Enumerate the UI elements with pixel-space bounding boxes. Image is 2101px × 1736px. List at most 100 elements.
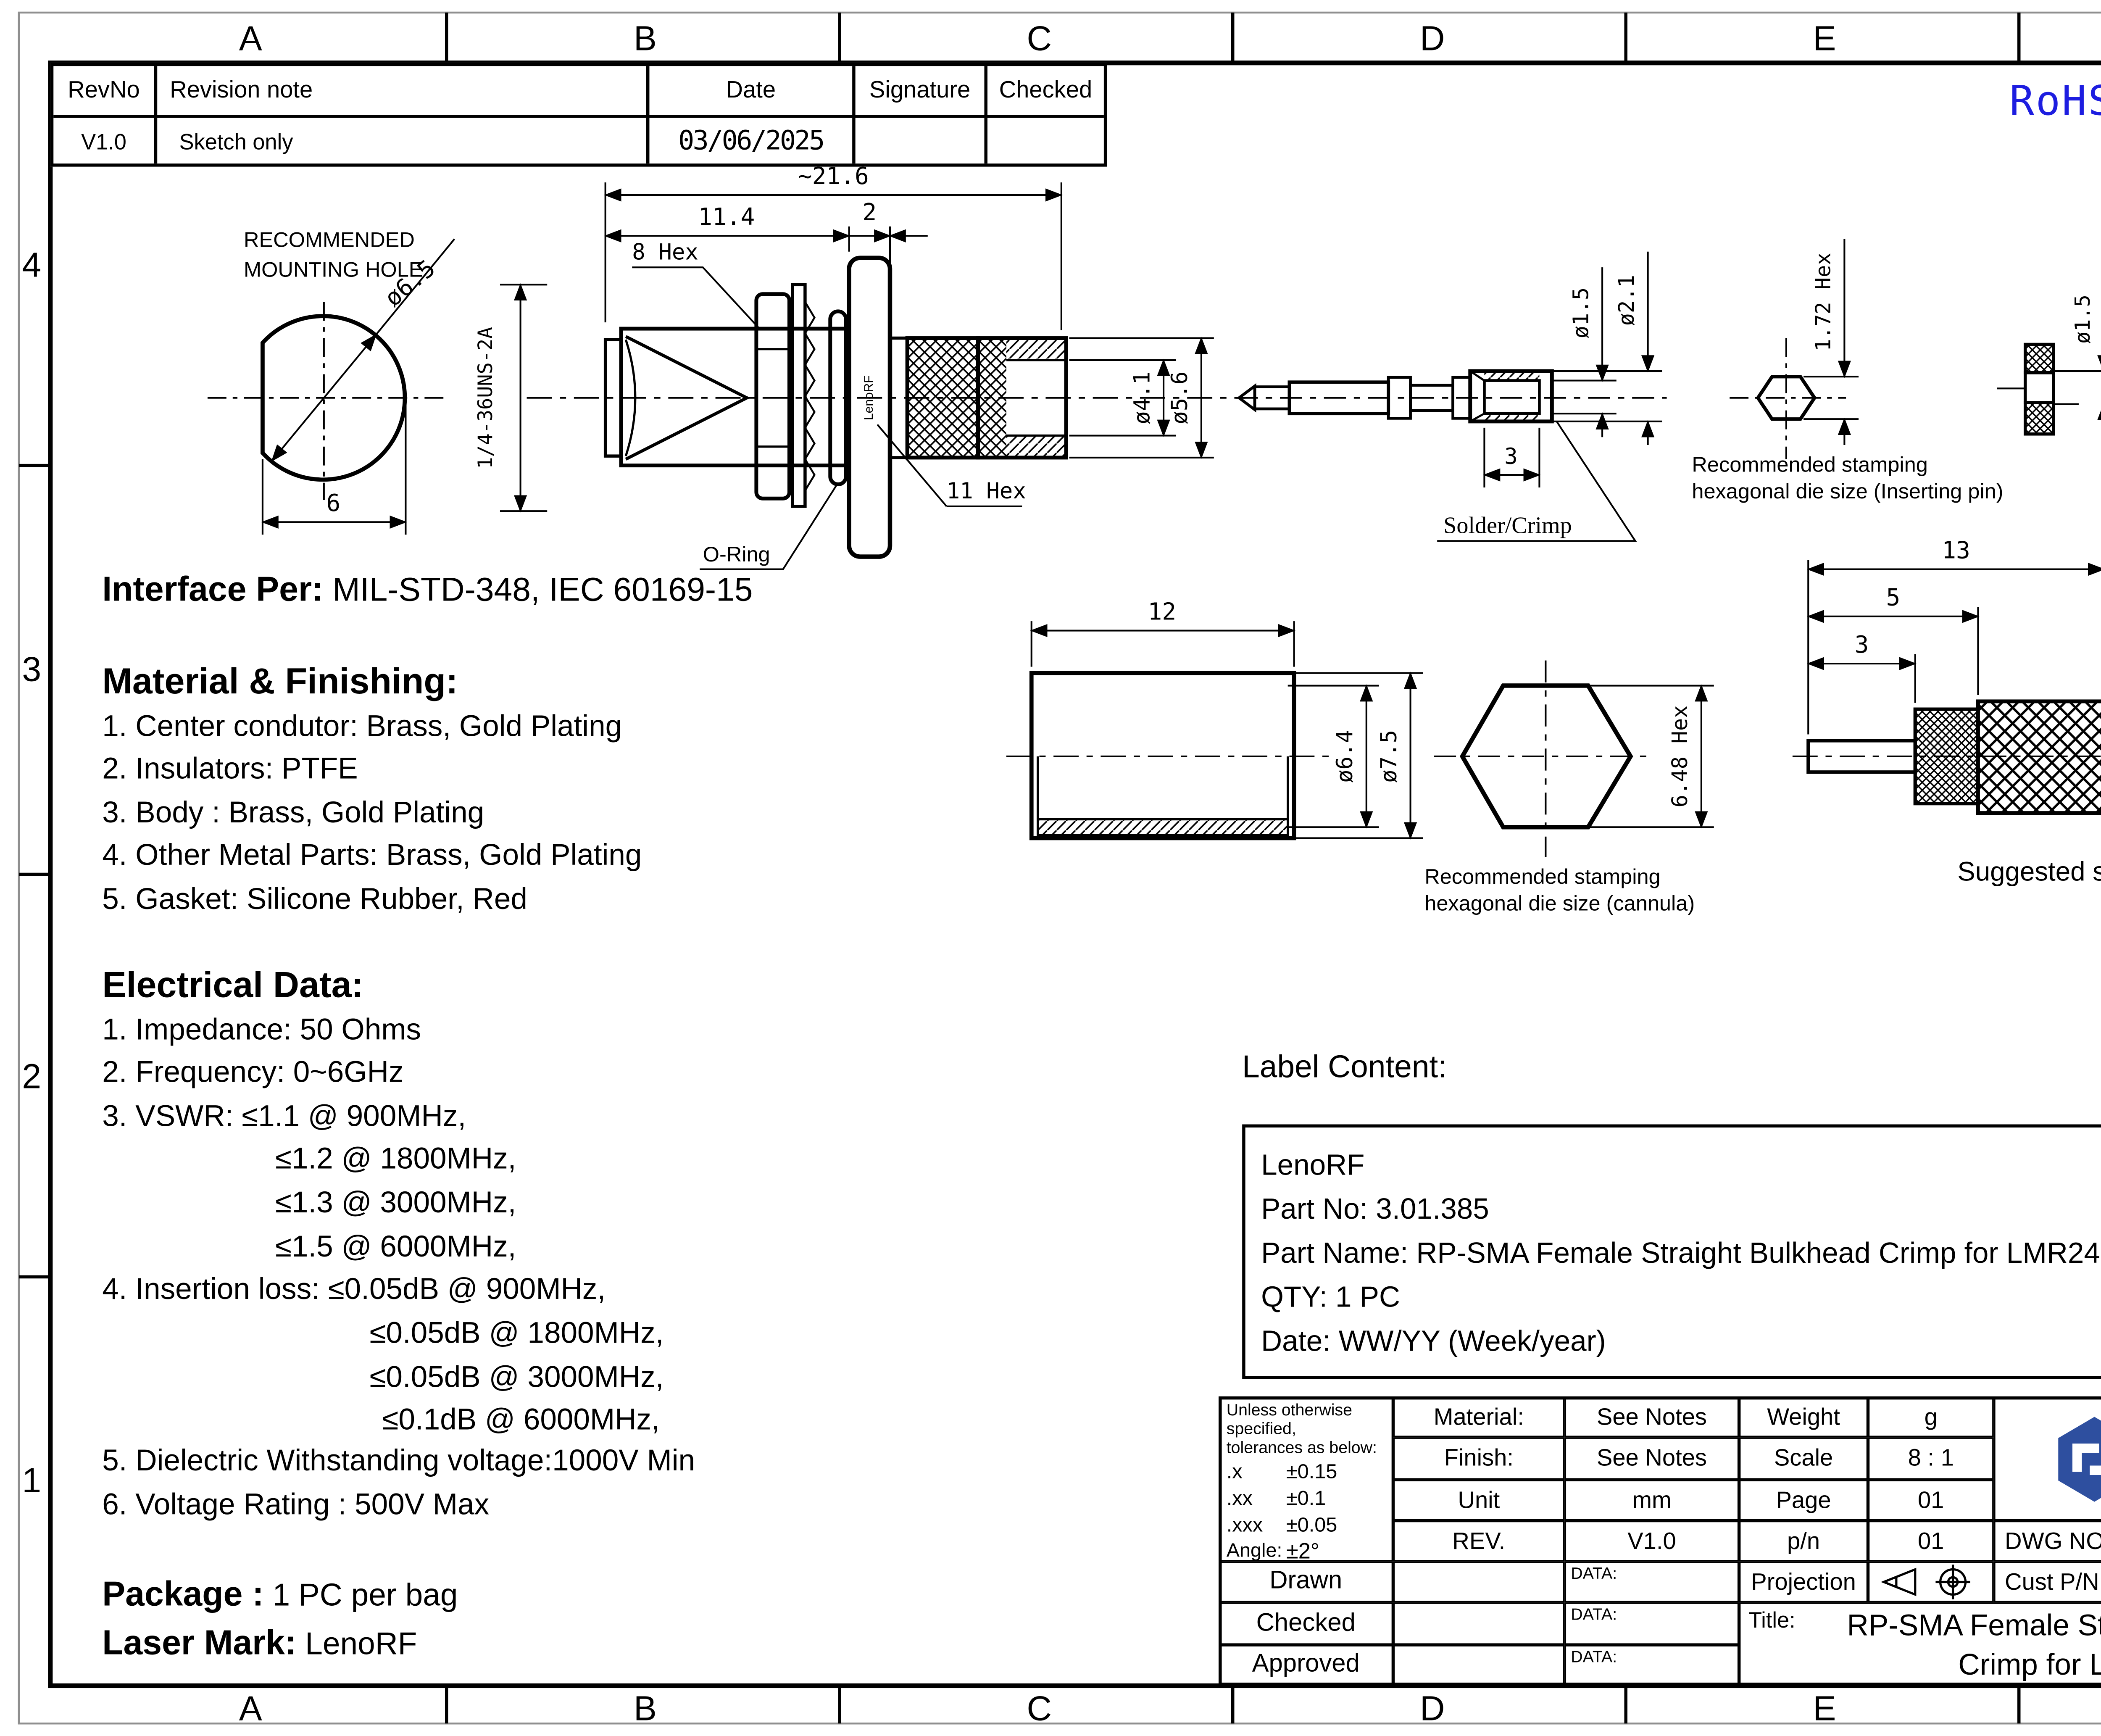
connector-hex8-label: 8 Hex [632, 239, 698, 265]
label-line-qty: QTY: 1 PC [1261, 1280, 1400, 1313]
pin-solder-label: Solder/Crimp [1443, 513, 1572, 539]
connector-thread-label: 1/4-36UNS-2A [474, 327, 497, 469]
tolerance-x-row: .x±0.15 [1227, 1458, 1337, 1485]
drawn-signature-cell [1393, 1561, 1565, 1603]
stripping-view: 13 5 3 Suggested stripping [1792, 537, 2101, 887]
interface-per-line: Interface Per: MIL-STD-348, IEC 60169-15 [102, 569, 753, 610]
package-value: 1 PC per bag [272, 1578, 458, 1614]
pin-d21-label: ø2.1 [1614, 275, 1639, 326]
scale-value-cell: 8 : 1 [1868, 1437, 1994, 1480]
rev-cell-note: Sketch only [157, 118, 650, 164]
ferrule-view: 12 ø6.4 ø7.5 [1006, 598, 1423, 840]
weight-value-cell: g [1868, 1396, 1994, 1438]
connector-d41-label: ø4.1 [1129, 371, 1155, 424]
die-cannula-hex-label: 6.48 Hex [1667, 705, 1692, 807]
ferrule-d64-label: ø6.4 [1332, 730, 1358, 783]
projection-label-cell: Projection [1739, 1561, 1868, 1603]
material-finishing-heading: Material & Finishing: [102, 660, 458, 701]
third-angle-projection-icon [1880, 1565, 1970, 1599]
approved-signature-cell [1393, 1645, 1565, 1686]
material-value-cell: See Notes [1564, 1396, 1739, 1438]
pin-d15-label: ø1.5 [1568, 287, 1593, 339]
interface-per-label: Interface Per: [102, 569, 324, 609]
page-value-cell: 01 [1868, 1480, 1994, 1521]
package-line: Package : 1 PC per bag [102, 1574, 458, 1615]
pn-label-cell: p/n [1739, 1520, 1868, 1562]
connector-len1-dim: 11.4 [698, 203, 755, 231]
cust-pn-label-cell: Cust P/N. [1993, 1561, 2101, 1603]
label-line-date: Date: WW/YY (Week/year) [1261, 1324, 1606, 1357]
material-item-1: 1. Center condutor: Brass, Gold Plating [102, 711, 622, 744]
interface-per-value: MIL-STD-348, IEC 60169-15 [332, 572, 753, 609]
rev-cell-revno: V1.0 [53, 118, 158, 164]
rev-header-signature: Signature [856, 66, 987, 115]
die-cannula-caption-2: hexagonal die size (cannula) [1424, 891, 1695, 915]
rev-label-cell: REV. [1393, 1520, 1565, 1562]
connector-overall-dim: ~21.6 [798, 163, 869, 190]
electrical-line-5: ≤1.3 @ 3000MHz, [275, 1187, 516, 1220]
drawn-label-cell: Drawn [1219, 1561, 1393, 1603]
zone-row-2-left: 2 [22, 1056, 42, 1096]
connector-d56-label: ø5.6 [1167, 371, 1193, 424]
electrical-line-7: 4. Insertion loss: ≤0.05dB @ 900MHz, [102, 1274, 606, 1307]
mounting-hole-title-1: RECOMMENDED [244, 227, 415, 251]
page-label-cell: Page [1739, 1480, 1868, 1521]
scale-label-cell: Scale [1739, 1437, 1868, 1480]
approved-label-cell: Approved [1219, 1645, 1393, 1686]
finish-value-cell: See Notes [1564, 1437, 1739, 1480]
electrical-line-1: 1. Impedance: 50 Ohms [102, 1014, 421, 1048]
drawn-data-cell: DATA: [1564, 1561, 1739, 1603]
material-item-5: 5. Gasket: Silicone Rubber, Red [102, 884, 527, 917]
material-label-cell: Material: [1393, 1396, 1565, 1438]
tolerance-xx-value: ±0.1 [1286, 1486, 1326, 1510]
electrical-line-2: 2. Frequency: 0~6GHz [102, 1056, 404, 1090]
laser-mark-value: LenoRF [305, 1627, 417, 1662]
zone-col-a-bottom: A [239, 1689, 262, 1728]
zone-col-d-top: D [1420, 18, 1445, 58]
zone-col-c-top: C [1027, 18, 1052, 58]
electrical-line-6: ≤1.5 @ 6000MHz, [275, 1231, 516, 1264]
zone-col-a-top: A [239, 18, 262, 58]
ferrule-d75-label: ø7.5 [1376, 730, 1402, 783]
label-content-heading: Label Content: [1242, 1050, 1447, 1085]
label-content-box: LenoRF Part No: 3.01.385 Part Name: RP-S… [1242, 1124, 2101, 1379]
material-item-2: 2. Insulators: PTFE [102, 753, 358, 786]
rev-cell-checked [987, 118, 1104, 164]
zone-col-d-bottom: D [1420, 1689, 1445, 1728]
dwg-no-label-cell: DWG NO. [1993, 1520, 2101, 1562]
tolerance-angle-label: Angle: [1226, 1539, 1282, 1562]
material-item-4: 4. Other Metal Parts: Brass, Gold Platin… [102, 840, 642, 873]
electrical-line-10: ≤0.1dB @ 6000MHz, [382, 1404, 660, 1438]
laser-mark-label: Laser Mark: [102, 1623, 297, 1662]
tolerance-xx-label: .xx [1226, 1486, 1253, 1510]
rev-cell-signature [856, 118, 987, 164]
zone-row-4-left: 4 [22, 245, 42, 285]
rev-header-date: Date [649, 66, 856, 115]
electrical-line-11: 5. Dielectric Withstanding voltage:1000V… [102, 1445, 695, 1478]
laser-mark-line: Laser Mark: LenoRF [102, 1623, 417, 1664]
rev-header-note: Revision note [157, 66, 650, 115]
knurled-washer-view: ø1.5 [1997, 295, 2101, 436]
stripping-caption: Suggested stripping [1957, 857, 2101, 887]
zone-col-b-bottom: B [634, 1689, 657, 1728]
rev-header-revno: RevNo [53, 66, 158, 115]
title-label: Title: [1748, 1607, 1796, 1633]
lenorf-logo-icon [2059, 1416, 2101, 1501]
zone-row-1-left: 1 [22, 1461, 42, 1500]
projection-symbol-cell [1868, 1561, 1994, 1603]
tolerance-cell: Unless otherwise specified, tolerances a… [1219, 1396, 1393, 1562]
electrical-line-12: 6. Voltage Rating : 500V Max [102, 1489, 490, 1523]
title-cell: Title: RP-SMA Female Straight Bulkhead C… [1739, 1602, 2101, 1686]
connector-hex11-label: 11 Hex [947, 478, 1026, 504]
package-label: Package : [102, 1574, 264, 1614]
revision-table: RevNo Revision note Date Signature Check… [50, 63, 1107, 167]
die-pin-hex-label: 1.72 Hex [1812, 253, 1835, 351]
zone-row-3-left: 3 [22, 649, 42, 689]
mounting-hole-view: RECOMMENDED MOUNTING HOLE ø6.5 6 [207, 227, 455, 535]
tolerance-note-2: tolerances as below: [1226, 1438, 1377, 1458]
pin-len-dim: 3 [1504, 444, 1518, 469]
revision-table-header: RevNo Revision note Date Signature Check… [53, 66, 1104, 115]
connector-side-view: LenoRF ~21.6 11.4 2 8 Hex [474, 163, 1245, 570]
stripping-d3-dim: 3 [1855, 631, 1869, 659]
